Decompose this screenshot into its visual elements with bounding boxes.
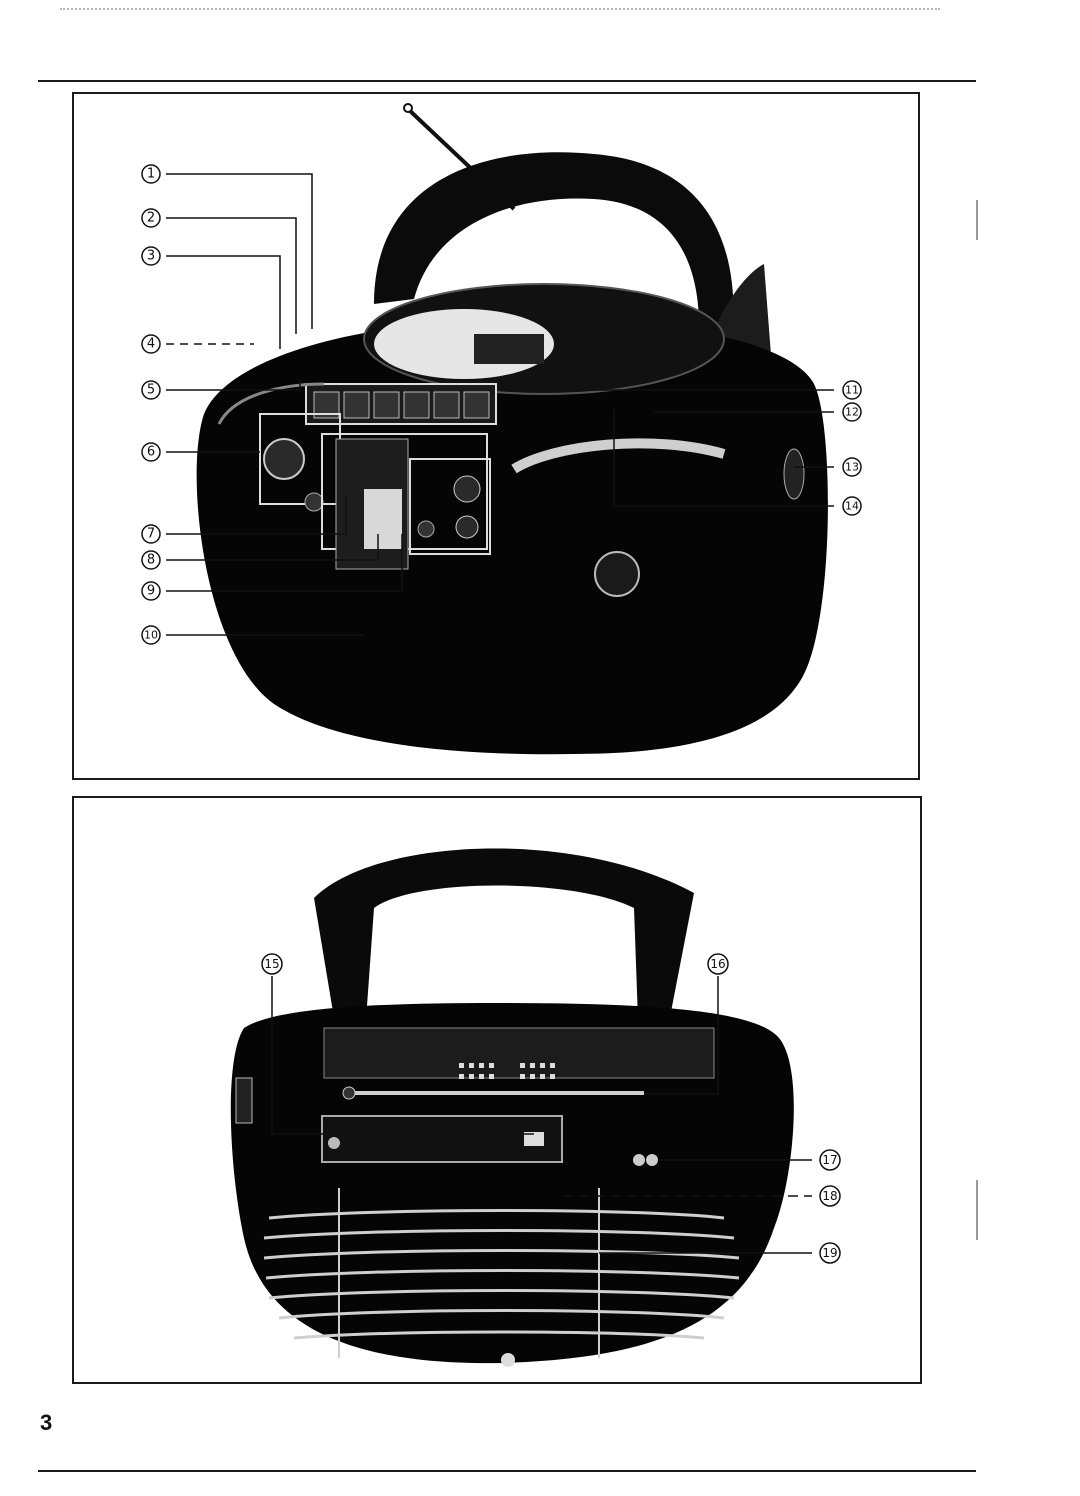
callout-5: 5	[141, 380, 161, 400]
callout-13: 13	[842, 457, 862, 477]
svg-text:12: 12	[845, 406, 859, 419]
svg-text:17: 17	[822, 1153, 837, 1167]
figure-front-view: 1 2 3 4 5 6 7 8 9 10 11 12 13 14	[72, 92, 920, 780]
callout-11: 11	[842, 380, 862, 400]
front-view-illustration: 1 2 3 4 5 6 7 8 9 10 11 12 13 14	[141, 103, 862, 755]
back-view-illustration: 15 16 17 18 19	[230, 848, 841, 1367]
volume-knob	[263, 438, 305, 480]
callout-18: 18	[819, 1185, 841, 1207]
svg-text:1: 1	[147, 167, 155, 182]
svg-text:8: 8	[147, 553, 155, 568]
callout-4: 4	[141, 334, 161, 354]
callout-14: 14	[842, 496, 862, 516]
speaker-grille	[263, 1209, 740, 1340]
callout-17: 17	[819, 1149, 841, 1171]
radio-body	[196, 318, 828, 755]
callout-7: 7	[141, 524, 161, 544]
scan-mark	[976, 200, 978, 240]
callout-1: 1	[141, 164, 161, 184]
page-number: 3	[40, 1410, 53, 1435]
callout-10: 10	[141, 625, 161, 645]
svg-text:4: 4	[147, 337, 155, 352]
svg-text:16: 16	[710, 957, 725, 971]
callout-8: 8	[141, 550, 161, 570]
speaker-port	[594, 551, 640, 597]
callout-2: 2	[141, 208, 161, 228]
svg-text:2: 2	[147, 211, 155, 226]
callout-12: 12	[842, 402, 862, 422]
bottom-rule	[38, 1470, 976, 1472]
svg-text:7: 7	[147, 527, 155, 542]
svg-text:18: 18	[822, 1189, 837, 1203]
carry-handle	[374, 152, 734, 394]
svg-text:9: 9	[147, 584, 155, 599]
svg-text:14: 14	[845, 500, 859, 513]
callout-9: 9	[141, 581, 161, 601]
tape-deck-keys	[305, 383, 497, 425]
top-rule	[38, 80, 976, 82]
scan-speckle	[60, 8, 940, 14]
battery-door	[321, 1115, 563, 1163]
callout-3: 3	[141, 246, 161, 266]
scan-mark	[976, 1180, 978, 1240]
callout-6: 6	[141, 442, 161, 462]
svg-text:3: 3	[147, 249, 155, 264]
figure-back-view: 15 16 17 18 19	[72, 796, 922, 1384]
svg-text:11: 11	[845, 384, 859, 397]
callout-15: 15	[261, 953, 283, 975]
svg-text:6: 6	[147, 445, 155, 460]
callout-19: 19	[819, 1242, 841, 1264]
svg-text:13: 13	[845, 461, 859, 474]
callout-16: 16	[707, 953, 729, 975]
svg-text:10: 10	[144, 629, 158, 642]
svg-text:5: 5	[147, 383, 155, 398]
svg-text:19: 19	[822, 1246, 837, 1260]
svg-text:15: 15	[264, 957, 279, 971]
